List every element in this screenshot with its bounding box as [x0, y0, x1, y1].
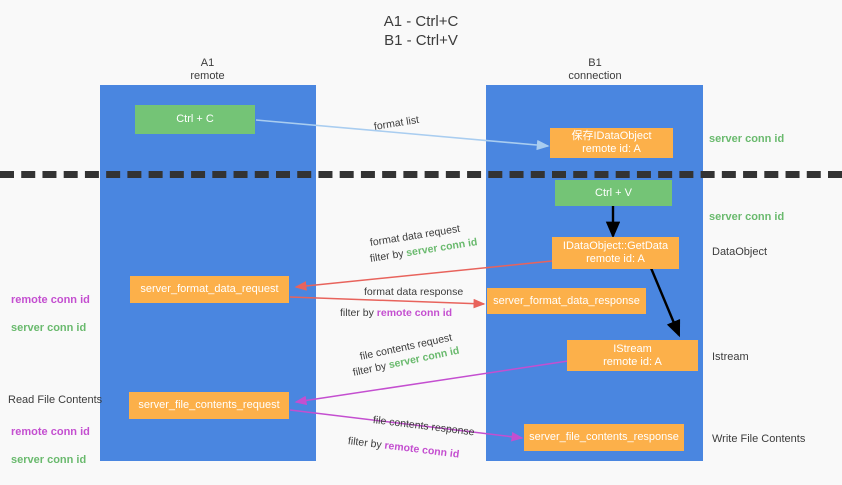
left-label-remote-conn-id: remote conn id	[11, 294, 90, 306]
right-label-server-conn-id-2: server conn id	[709, 211, 785, 223]
node-server-file-contents-request[interactable]: server_file_contents_request	[129, 392, 289, 419]
left-label-remote-conn-id: remote conn id	[11, 426, 90, 438]
node-ctrl-c[interactable]: Ctrl + C	[135, 105, 255, 134]
edge-caption-file-contents-response: file contents response	[372, 414, 476, 439]
filter-prefix-text: filter by	[347, 435, 386, 452]
filter-term-remote-conn-id: remote conn id	[383, 439, 460, 461]
node-ctrl-v[interactable]: Ctrl + V	[555, 180, 672, 206]
node-istream[interactable]: IStream remote id: A	[567, 340, 698, 371]
lane-header-b1: B1 connection	[568, 57, 622, 82]
left-label-server-conn-id: server conn id	[11, 454, 87, 466]
node-server-format-data-request[interactable]: server_format_data_request	[130, 276, 289, 303]
left-label-read-file-contents: Read File Contents	[8, 394, 103, 406]
page-title: A1 - Ctrl+C B1 - Ctrl+V	[383, 13, 459, 49]
phase-separator-dashed-line	[0, 171, 842, 178]
left-label-conn-ids-2: remote conn id server conn id	[11, 411, 90, 481]
right-label-server-conn-id-1: server conn id	[709, 133, 785, 145]
node-save-idataobject[interactable]: 保存IDataObject remote id: A	[550, 128, 673, 158]
left-label-server-conn-id: server conn id	[11, 322, 87, 334]
filter-prefix-text: filter by	[340, 307, 377, 319]
edge-caption-format-list: format list	[373, 113, 420, 133]
filter-prefix-text: filter by	[351, 359, 391, 379]
node-server-format-data-response[interactable]: server_format_data_response	[487, 288, 646, 314]
filter-prefix-text: filter by	[369, 247, 408, 265]
node-getdata[interactable]: IDataObject::GetData remote id: A	[552, 237, 679, 269]
right-label-dataobject: DataObject	[712, 246, 768, 258]
left-label-conn-ids-1: remote conn id server conn id	[11, 279, 90, 349]
right-label-write-file-contents: Write File Contents	[712, 433, 806, 445]
node-server-file-contents-response[interactable]: server_file_contents_response	[524, 424, 684, 451]
right-label-istream: Istream	[712, 351, 749, 363]
edge-caption-format-data-response: format data response	[364, 286, 464, 298]
edge-caption-format-data-response-filter: filter by remote conn id	[340, 306, 452, 320]
lane-header-a1: A1 remote	[190, 57, 225, 82]
filter-term-remote-conn-id: remote conn id	[376, 307, 453, 319]
edge-caption-file-contents-response-filter: filter by remote conn id	[347, 434, 460, 462]
